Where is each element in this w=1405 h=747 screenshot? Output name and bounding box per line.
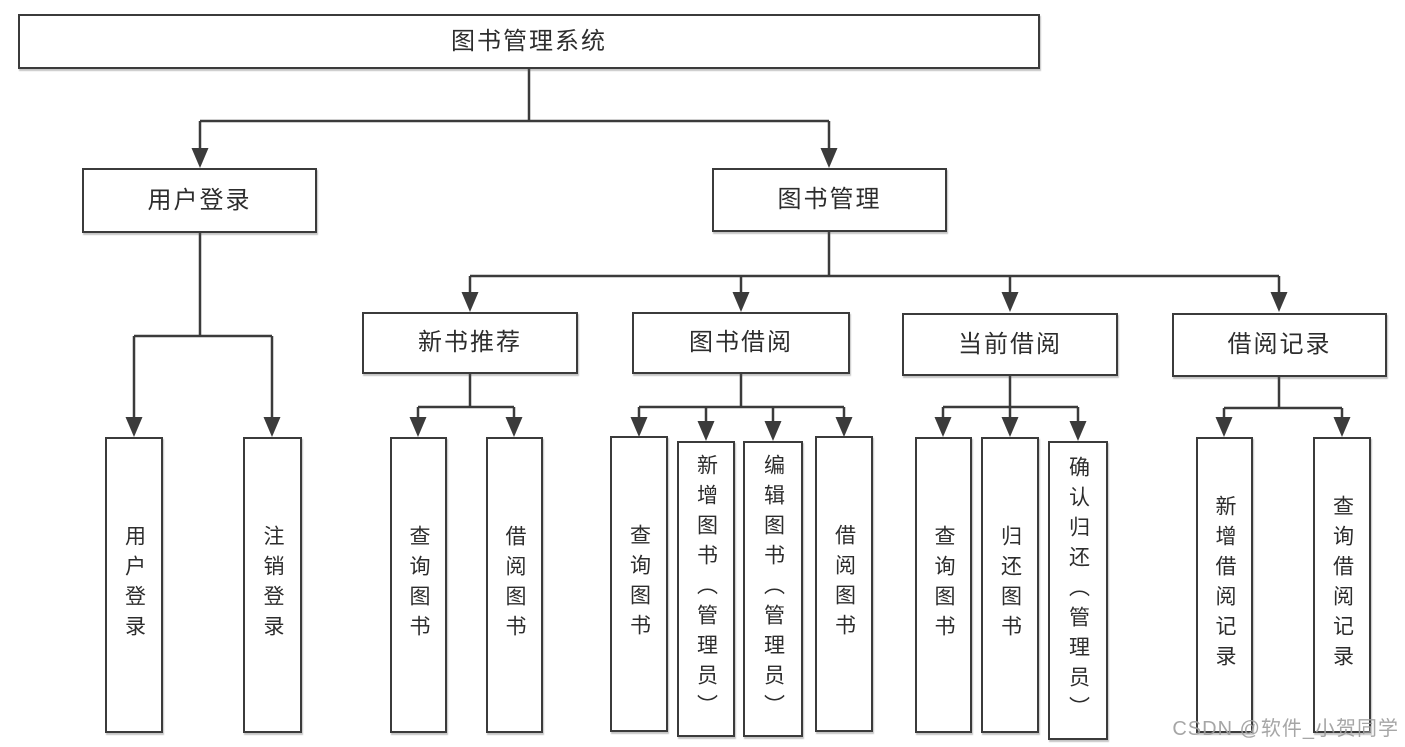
leaf-borrow-book-label: 借阅图书 — [832, 524, 856, 644]
connector-root-to-level2 — [198, 69, 831, 150]
arrow-down-icon — [630, 417, 648, 437]
node-root-system: 图书管理系统 — [18, 14, 1040, 69]
connector-bookborrow-to-leaves — [637, 374, 846, 423]
csdn-watermark: CSDN @软件_小贺同学 — [1172, 718, 1399, 740]
arrow-down-icon — [1069, 421, 1087, 441]
leaf-edit-book-admin-label: 编辑图书（管理员） — [761, 454, 785, 724]
arrow-down-icon — [1270, 292, 1288, 312]
node-current-borrow-label: 当前借阅 — [958, 330, 1062, 358]
node-book-borrow-label: 图书借阅 — [689, 329, 793, 356]
leaf-add-book-admin: 新增图书（管理员） — [677, 441, 735, 737]
arrow-down-icon — [764, 421, 782, 441]
leaf-borrow-book-recommend: 借阅图书 — [486, 437, 543, 733]
leaf-return-book: 归还图书 — [981, 437, 1039, 733]
node-user-login-label: 用户登录 — [147, 186, 252, 214]
node-book-management: 图书管理 — [712, 168, 947, 232]
arrow-down-icon — [1001, 417, 1019, 437]
connector-bookmgmt-to-level3 — [468, 232, 1281, 298]
connector-records-to-leaves — [1222, 377, 1344, 421]
leaf-logout-label: 注销登录 — [261, 525, 284, 645]
node-new-book-recommend: 新书推荐 — [362, 312, 578, 374]
node-book-management-label: 图书管理 — [777, 186, 882, 213]
leaf-edit-book-admin: 编辑图书（管理员） — [743, 441, 803, 737]
leaf-query-book-borrow: 查询图书 — [610, 436, 668, 732]
arrow-down-icon — [934, 417, 952, 437]
leaf-query-borrow-record: 查询借阅记录 — [1313, 437, 1371, 733]
arrow-down-icon — [1001, 292, 1019, 312]
leaf-logout: 注销登录 — [243, 437, 302, 733]
leaf-user-login: 用户登录 — [105, 437, 163, 733]
arrow-down-icon — [191, 148, 209, 168]
leaf-confirm-return-admin-label: 确认归还（管理员） — [1066, 455, 1090, 726]
leaf-add-borrow-record-label: 新增借阅记录 — [1213, 495, 1236, 675]
node-book-borrow: 图书借阅 — [632, 312, 850, 374]
leaf-confirm-return-admin: 确认归还（管理员） — [1048, 441, 1108, 740]
leaf-query-book-borrow-label: 查询图书 — [627, 524, 651, 644]
leaf-query-book-recommend-label: 查询图书 — [407, 525, 430, 645]
arrow-down-icon — [1333, 417, 1351, 437]
arrow-down-icon — [409, 417, 427, 437]
arrow-down-icon — [697, 421, 715, 441]
arrow-down-icon — [505, 417, 523, 437]
node-new-book-recommend-label: 新书推荐 — [418, 329, 522, 356]
leaf-query-book-current: 查询图书 — [915, 437, 972, 733]
arrow-down-icon — [1215, 417, 1233, 437]
node-borrow-records-label: 借阅记录 — [1227, 331, 1332, 358]
leaf-query-book-recommend: 查询图书 — [390, 437, 447, 733]
arrow-down-icon — [461, 292, 479, 312]
node-root-label: 图书管理系统 — [451, 27, 607, 55]
arrow-down-icon — [835, 417, 853, 437]
arrow-down-icon — [820, 148, 838, 168]
connector-userlogin-to-leaves — [132, 233, 274, 421]
connector-newbook-to-leaves — [416, 374, 516, 421]
leaf-query-borrow-record-label: 查询借阅记录 — [1330, 495, 1354, 675]
leaf-add-borrow-record: 新增借阅记录 — [1196, 437, 1253, 733]
node-current-borrow: 当前借阅 — [902, 313, 1118, 376]
connector-currentborrow-to-leaves — [941, 376, 1080, 423]
leaf-borrow-book: 借阅图书 — [815, 436, 873, 732]
node-borrow-records: 借阅记录 — [1172, 313, 1387, 377]
leaf-user-login-label: 用户登录 — [122, 525, 146, 645]
node-user-login: 用户登录 — [82, 168, 317, 233]
arrow-down-icon — [125, 417, 143, 437]
leaf-query-book-current-label: 查询图书 — [932, 525, 955, 645]
leaf-borrow-book-recommend-label: 借阅图书 — [503, 525, 526, 645]
arrow-down-icon — [263, 417, 281, 437]
leaf-return-book-label: 归还图书 — [998, 525, 1022, 645]
leaf-add-book-admin-label: 新增图书（管理员） — [694, 454, 718, 724]
arrow-down-icon — [732, 292, 750, 312]
